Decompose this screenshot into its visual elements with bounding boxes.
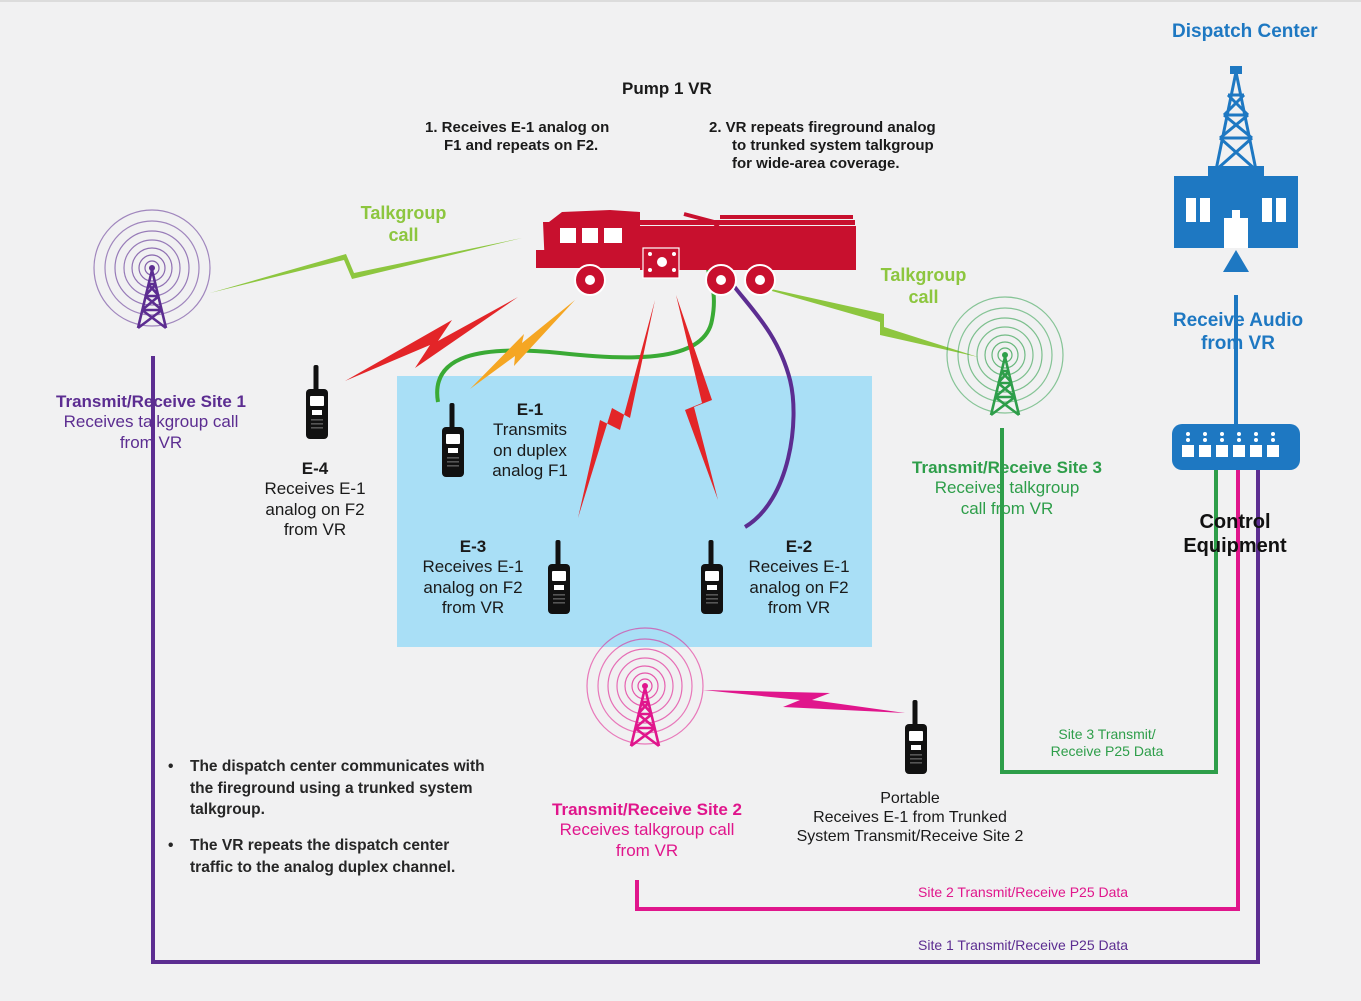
site2-label: Transmit/Receive Site 2 Receives talkgro… bbox=[552, 800, 742, 860]
control-equipment-label: Control Equipment bbox=[1183, 511, 1287, 557]
portable-bolt bbox=[703, 690, 905, 713]
talkgroup-right-bolt bbox=[744, 283, 978, 357]
site1-data-label: Site 1 Transmit/Receive P25 Data bbox=[918, 937, 1129, 953]
e4-bolt bbox=[345, 297, 518, 381]
e3-label: E-3 Receives E-1 analog on F2 from VR bbox=[422, 537, 524, 618]
top-divider bbox=[0, 0, 1361, 2]
pump-note-2: 2. VR repeats fireground analog to trunk… bbox=[709, 119, 936, 172]
e2-purple-link bbox=[721, 269, 796, 529]
fire-truck-icon bbox=[536, 210, 856, 296]
site2-data-label: Site 2 Transmit/Receive P25 Data bbox=[918, 884, 1129, 900]
site3-tower-icon bbox=[945, 295, 1065, 417]
site1-tower-icon bbox=[92, 208, 212, 330]
dispatch-center-title: Dispatch Center bbox=[1172, 21, 1318, 42]
notes-list: The dispatch center communicates with th… bbox=[168, 756, 508, 892]
note-item: The dispatch center communicates with th… bbox=[168, 756, 508, 821]
receive-audio-label: Receive Audio from VR bbox=[1172, 310, 1304, 354]
talkgroup-call-right: Talkgroup call bbox=[880, 265, 967, 307]
site1-data-line bbox=[151, 356, 1260, 964]
e2-label: E-2 Receives E-1 analog on F2 from VR bbox=[748, 537, 850, 618]
pump-note-1: 1. Receives E-1 analog on F1 and repeats… bbox=[425, 119, 610, 154]
e1-bolt bbox=[470, 300, 575, 389]
note-item: The VR repeats the dispatch center traff… bbox=[168, 835, 460, 878]
e4-label: E-4 Receives E-1 analog on F2 from VR bbox=[264, 459, 366, 540]
control-equipment-icon bbox=[1172, 424, 1300, 470]
portable-label: Portable Receives E-1 from Trunked Syste… bbox=[796, 790, 1024, 846]
site3-label: Transmit/Receive Site 3 Receives talkgro… bbox=[912, 458, 1102, 518]
dispatch-building-icon bbox=[1174, 66, 1298, 248]
pump-title: Pump 1 VR bbox=[622, 79, 712, 98]
e4-radio-icon bbox=[306, 365, 328, 439]
site3-data-line bbox=[1000, 428, 1218, 774]
receive-audio-arrow bbox=[1223, 250, 1249, 272]
site2-data-line bbox=[635, 470, 1240, 911]
e1-green-link bbox=[435, 267, 716, 403]
site1-label: Transmit/Receive Site 1 Receives talkgro… bbox=[56, 392, 246, 452]
talkgroup-call-left: Talkgroup call bbox=[360, 203, 447, 245]
e2-bolt bbox=[676, 295, 718, 500]
talkgroup-left-bolt bbox=[210, 238, 522, 293]
e1-label: E-1 Transmits on duplex analog F1 bbox=[492, 400, 568, 481]
portable-radio-icon bbox=[905, 700, 927, 774]
site3-data-label: Site 3 Transmit/ Receive P25 Data bbox=[1050, 726, 1164, 759]
